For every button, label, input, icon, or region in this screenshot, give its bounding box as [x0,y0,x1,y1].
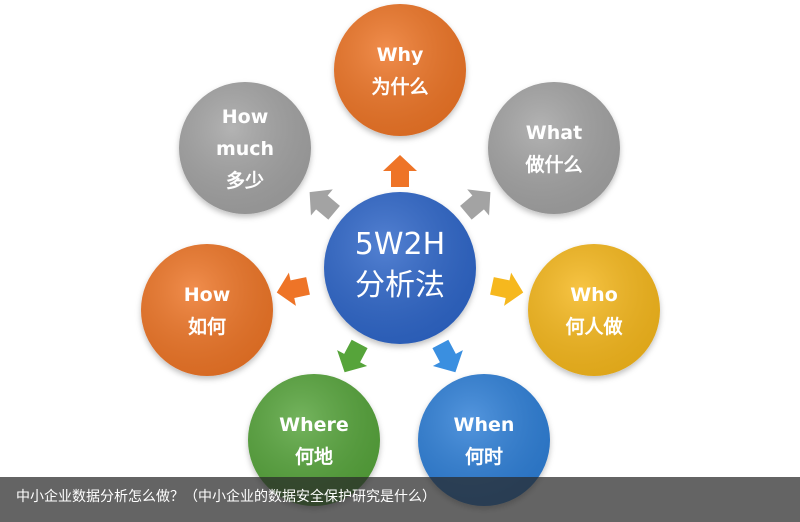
arrow-how [276,272,310,306]
node-howmuch: How much 多少 [179,82,311,214]
node-when-label-1: When [454,414,515,436]
node-why-shade [334,4,466,136]
image-caption: 中小企业数据分析怎么做？（中小企业的数据安全保护研究是什么） [16,489,436,505]
center-title: 5W2H [355,227,445,262]
node-howmuch-shade [179,82,311,214]
node-howmuch-label-3: 多少 [226,169,264,192]
node-where: Where 何地 [248,374,380,506]
node-howmuch-label-2: much [216,138,274,160]
center-subtitle: 分析法 [355,268,445,303]
caption-bar [0,477,800,522]
node-who: Who 何人做 [528,244,660,376]
node-when-shade [418,374,550,506]
node-what-label-2: 做什么 [524,153,582,176]
node-why-label-1: Why [377,44,424,66]
node-how-label-2: 如何 [188,315,226,338]
node-who-label-1: Who [570,284,618,306]
node-how-shade [141,244,273,376]
node-where-label-2: 何地 [295,445,333,468]
arrow-who [490,272,524,306]
node-who-shade [528,244,660,376]
center-circle-shade [324,192,476,344]
node-what-label-1: What [526,122,582,144]
node-where-shade [248,374,380,506]
arrow-where [337,339,368,373]
node-where-label-1: Where [279,414,349,436]
arrow-howmuch [309,189,340,220]
node-what: What 做什么 [488,82,620,214]
node-howmuch-label-1: How [222,106,269,128]
node-when-label-2: 何时 [465,445,503,468]
node-how: How 如何 [141,244,273,376]
arrow-why [383,155,417,187]
arrow-what [460,189,491,220]
node-why-label-2: 为什么 [371,75,428,98]
node-why: Why 为什么 [334,4,466,136]
node-when: When 何时 [418,374,550,506]
node-what-shade [488,82,620,214]
node-who-label-2: 何人做 [565,315,622,338]
arrow-when [432,339,463,373]
node-how-label-1: How [184,284,231,306]
